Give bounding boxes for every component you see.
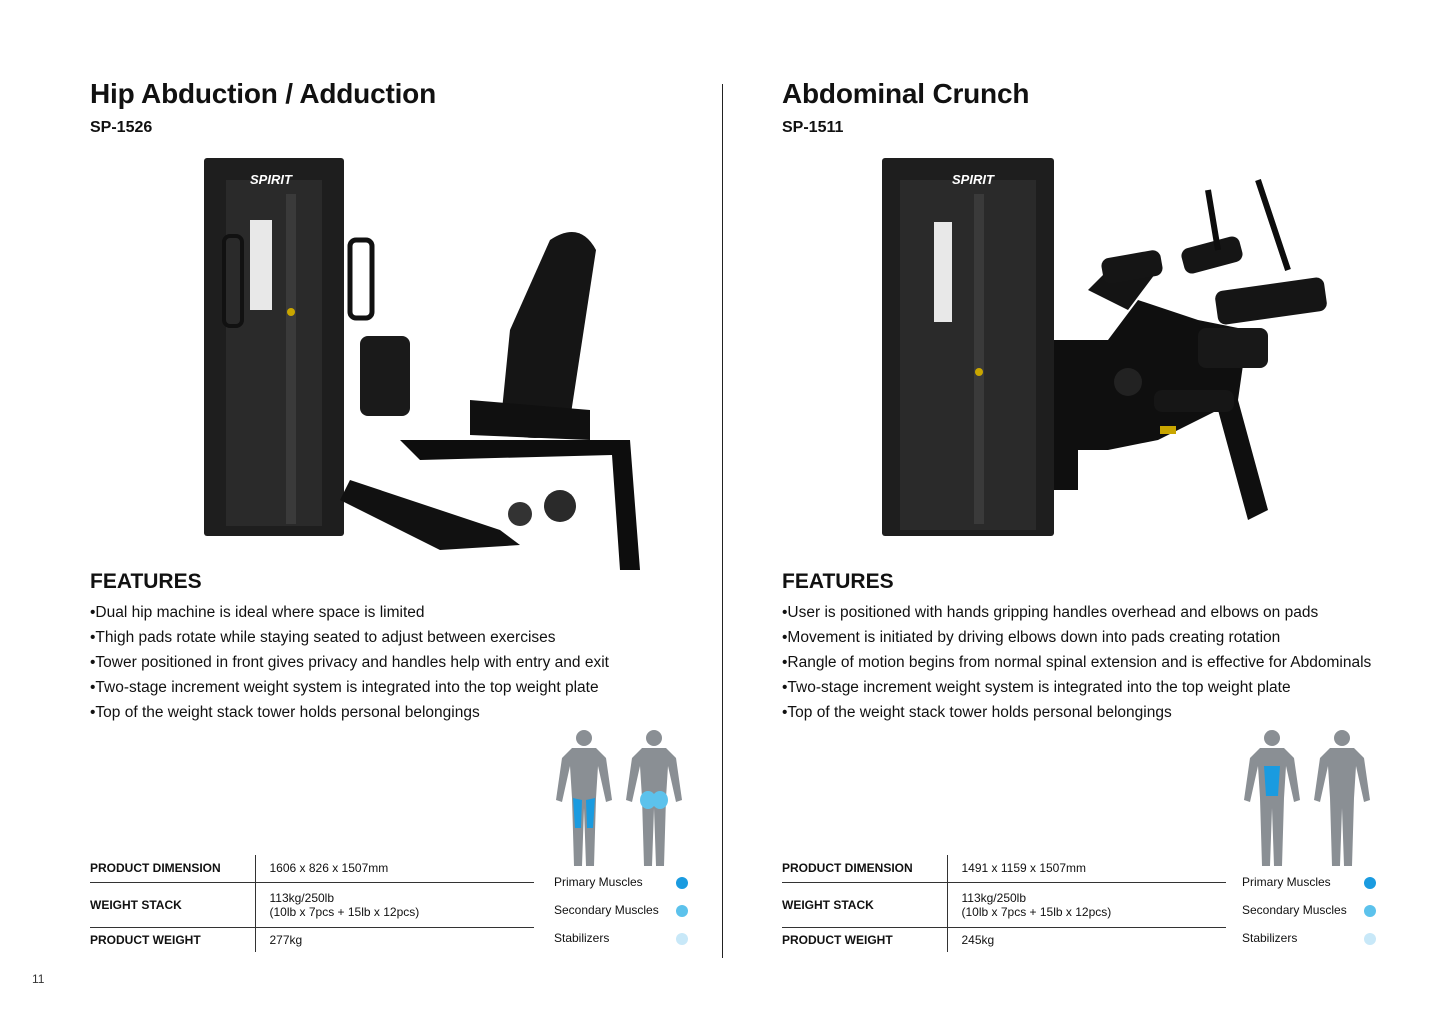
- front-body-figure: [556, 730, 612, 866]
- page-number: 11: [32, 972, 45, 986]
- muscle-diagram: [1244, 730, 1370, 866]
- legend-stabilizers: Stabilizers: [1242, 928, 1382, 956]
- muscle-legend: Primary Muscles Secondary Muscles Stabil…: [1242, 872, 1382, 956]
- legend-label: Secondary Muscles: [1242, 903, 1347, 917]
- brand-logo: SPIRIT: [952, 172, 995, 187]
- legend-secondary: Secondary Muscles: [554, 900, 694, 928]
- features-title: FEATURES: [90, 570, 202, 593]
- product-title: Hip Abduction / Adduction: [90, 78, 436, 109]
- feature-item: •Top of the weight stack tower holds per…: [782, 704, 1172, 721]
- spec-table: PRODUCT DIMENSION 1491 x 1159 x 1507mm W…: [782, 855, 1226, 952]
- spec-value: 245kg: [946, 927, 1226, 952]
- feature-item: •Two-stage increment weight system is in…: [782, 679, 1291, 696]
- primary-dot-icon: [1364, 877, 1376, 889]
- primary-dot-icon: [676, 877, 688, 889]
- legend-label: Primary Muscles: [554, 875, 643, 889]
- column-divider: [722, 84, 723, 958]
- legend-secondary: Secondary Muscles: [1242, 900, 1382, 928]
- spec-table: PRODUCT DIMENSION 1606 x 826 x 1507mm WE…: [90, 855, 534, 952]
- legend-label: Secondary Muscles: [554, 903, 659, 917]
- product-title: Abdominal Crunch: [782, 78, 1030, 109]
- feature-item: •Thigh pads rotate while staying seated …: [90, 629, 556, 646]
- legend-label: Primary Muscles: [1242, 875, 1331, 889]
- muscle-diagram: [556, 730, 682, 866]
- legend-label: Stabilizers: [1242, 931, 1298, 945]
- hip-abduction-machine-image: SPIRIT: [204, 158, 640, 570]
- spec-value-line: (10lb x 7pcs + 15lb x 12pcs): [961, 904, 1112, 919]
- spec-value: 113kg/250lb (10lb x 7pcs + 15lb x 12pcs): [946, 882, 1226, 928]
- spec-label: WEIGHT STACK: [782, 882, 947, 928]
- back-body-figure: [626, 730, 682, 866]
- spec-label: PRODUCT WEIGHT: [782, 932, 893, 947]
- spec-label: PRODUCT WEIGHT: [90, 932, 201, 947]
- feature-item: •Tower positioned in front gives privacy…: [90, 654, 609, 671]
- product-model: SP-1511: [782, 119, 844, 136]
- back-body-figure: [1314, 730, 1370, 866]
- legend-primary: Primary Muscles: [554, 872, 694, 900]
- stabilizers-dot-icon: [676, 933, 688, 945]
- feature-item: •Two-stage increment weight system is in…: [90, 679, 599, 696]
- legend-label: Stabilizers: [554, 931, 610, 945]
- front-body-figure: [1244, 730, 1300, 866]
- spec-value: 1606 x 826 x 1507mm: [254, 855, 534, 883]
- product-model: SP-1526: [90, 119, 153, 136]
- spec-value: 277kg: [254, 927, 534, 952]
- muscle-legend: Primary Muscles Secondary Muscles Stabil…: [554, 872, 694, 956]
- feature-item: •Dual hip machine is ideal where space i…: [90, 604, 425, 621]
- secondary-dot-icon: [676, 905, 688, 917]
- secondary-dot-icon: [1364, 905, 1376, 917]
- product-hip-abduction: Hip Abduction / Adduction SP-1526 SPIRIT…: [90, 0, 730, 1022]
- spec-value: 113kg/250lb (10lb x 7pcs + 15lb x 12pcs): [254, 882, 534, 928]
- stabilizers-dot-icon: [1364, 933, 1376, 945]
- feature-item: •Top of the weight stack tower holds per…: [90, 704, 480, 721]
- feature-item: •Movement is initiated by driving elbows…: [782, 629, 1281, 646]
- features-list: •Dual hip machine is ideal where space i…: [90, 600, 609, 725]
- legend-stabilizers: Stabilizers: [554, 928, 694, 956]
- spec-label: PRODUCT DIMENSION: [782, 855, 947, 883]
- feature-item: •User is positioned with hands gripping …: [782, 604, 1319, 621]
- product-abdominal-crunch: Abdominal Crunch SP-1511 SPIRIT FEATURES…: [782, 0, 1422, 1022]
- spec-value: 1491 x 1159 x 1507mm: [946, 855, 1226, 883]
- spec-label: WEIGHT STACK: [90, 882, 255, 928]
- feature-item: •Rangle of motion begins from normal spi…: [782, 654, 1372, 671]
- legend-primary: Primary Muscles: [1242, 872, 1382, 900]
- spec-label: PRODUCT DIMENSION: [90, 855, 255, 883]
- features-title: FEATURES: [782, 570, 894, 593]
- features-list: •User is positioned with hands gripping …: [782, 600, 1371, 725]
- abdominal-crunch-machine-image: SPIRIT: [882, 158, 1327, 536]
- brand-logo: SPIRIT: [250, 172, 293, 187]
- spec-value-line: (10lb x 7pcs + 15lb x 12pcs): [269, 904, 420, 919]
- spec-value-line: 113kg/250lb: [961, 890, 1027, 905]
- spec-value-line: 113kg/250lb: [269, 890, 335, 905]
